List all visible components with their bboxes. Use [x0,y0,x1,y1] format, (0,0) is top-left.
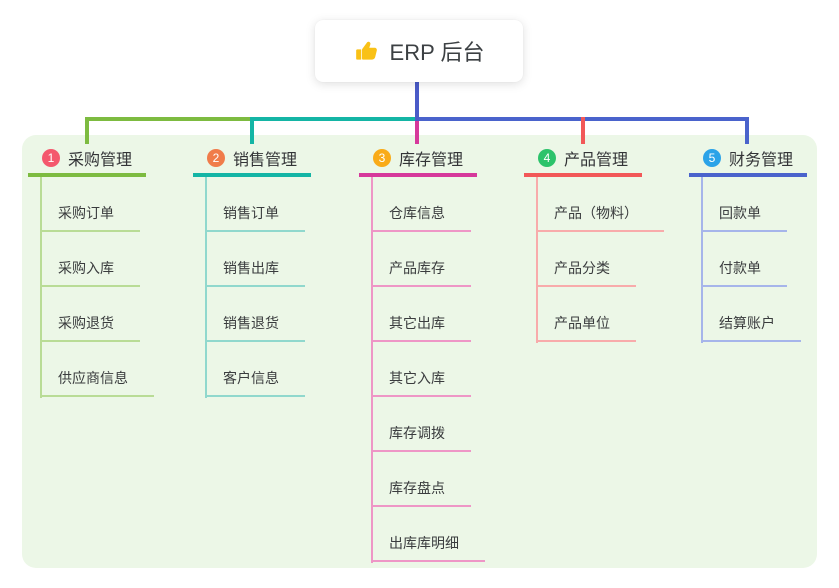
branch-node-2[interactable]: 2 销售管理 [193,143,311,177]
branch-trunk-line [40,177,42,398]
branch-children: 回款单付款单结算账户 [701,177,801,342]
connector-line [415,82,419,121]
branch-node-4[interactable]: 4 产品管理 [524,143,642,177]
branch-trunk-line [205,177,207,398]
child-node[interactable]: 产品（物料） [536,177,664,232]
connector-line [85,117,89,144]
child-node[interactable]: 结算账户 [701,287,801,342]
branch-title: 库存管理 [399,152,464,169]
branch-title: 采购管理 [68,152,133,169]
branches-background-panel [22,135,817,568]
branch-index-badge: 4 [538,149,556,167]
branch-title: 销售管理 [233,152,298,169]
child-node[interactable]: 销售订单 [205,177,305,232]
branch-children: 产品（物料）产品分类产品单位 [536,177,664,342]
branch-index-badge: 3 [373,149,391,167]
branch-children: 仓库信息产品库存其它出库其它入库库存调拨库存盘点出库库明细 [371,177,485,562]
child-node[interactable]: 产品分类 [536,232,636,287]
branch-title: 产品管理 [564,152,629,169]
connector-line [745,117,749,144]
branch-index-badge: 5 [703,149,721,167]
connector-line [415,117,419,144]
connector-line [85,117,254,121]
child-node[interactable]: 仓库信息 [371,177,471,232]
connector-line [250,117,254,144]
branch-node-3[interactable]: 3 库存管理 [359,143,477,177]
child-node[interactable]: 产品单位 [536,287,636,342]
child-node[interactable]: 其它出库 [371,287,471,342]
branch-node-5[interactable]: 5 财务管理 [689,143,807,177]
child-node[interactable]: 库存盘点 [371,452,471,507]
child-node[interactable]: 销售出库 [205,232,305,287]
branch-trunk-line [536,177,538,343]
root-node[interactable]: ERP 后台 [315,20,523,82]
child-node[interactable]: 销售退货 [205,287,305,342]
child-node[interactable]: 其它入库 [371,342,471,397]
branch-trunk-line [701,177,703,343]
child-node[interactable]: 供应商信息 [40,342,154,397]
connector-line [250,117,419,121]
child-node[interactable]: 采购订单 [40,177,140,232]
child-node[interactable]: 产品库存 [371,232,471,287]
thumbs-up-icon [354,38,380,64]
child-node[interactable]: 采购入库 [40,232,140,287]
branch-index-badge: 1 [42,149,60,167]
child-node[interactable]: 回款单 [701,177,787,232]
branch-trunk-line [371,177,373,563]
child-node[interactable]: 付款单 [701,232,787,287]
child-node[interactable]: 出库库明细 [371,507,485,562]
branch-children: 采购订单采购入库采购退货供应商信息 [40,177,154,397]
child-node[interactable]: 客户信息 [205,342,305,397]
connector-line [581,117,585,144]
branch-children: 销售订单销售出库销售退货客户信息 [205,177,305,397]
child-node[interactable]: 采购退货 [40,287,140,342]
child-node[interactable]: 库存调拨 [371,397,471,452]
branch-node-1[interactable]: 1 采购管理 [28,143,146,177]
branch-title: 财务管理 [729,152,794,169]
branch-index-badge: 2 [207,149,225,167]
root-node-label: ERP 后台 [389,40,485,65]
